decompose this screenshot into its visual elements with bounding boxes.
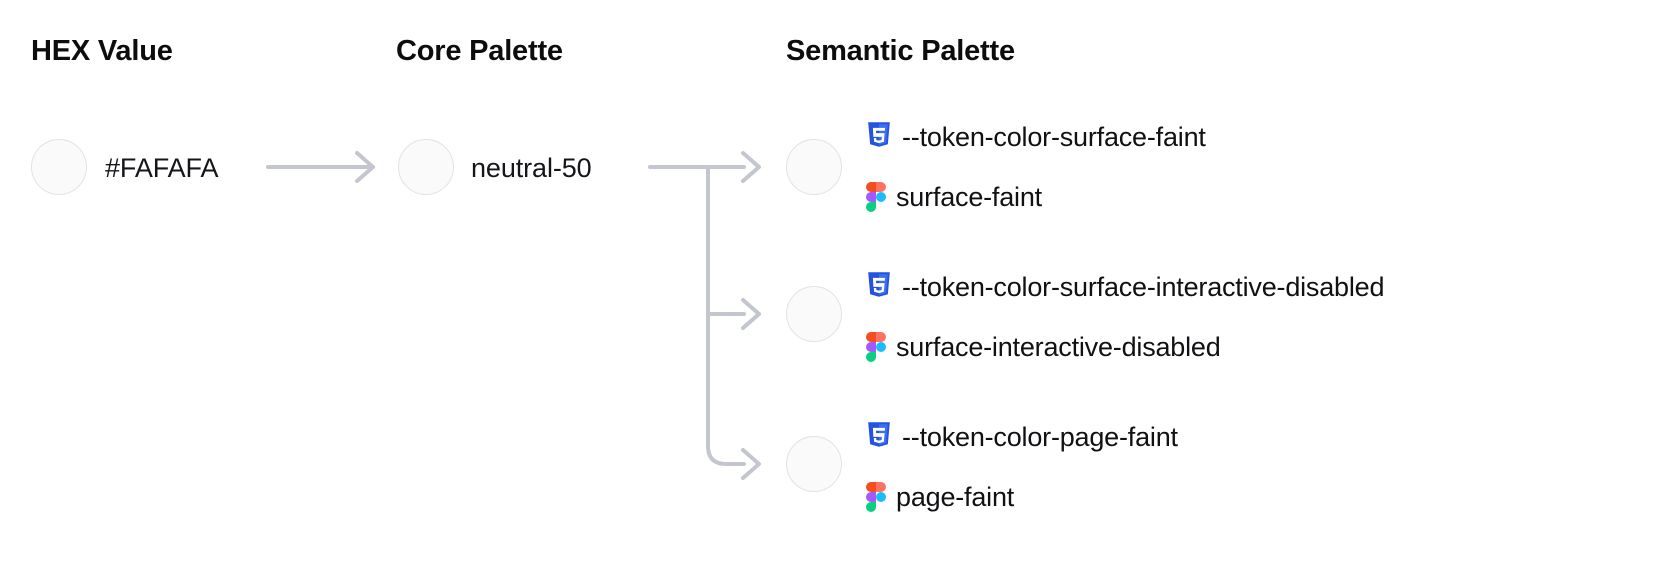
swatch-semantic-page-faint[interactable] [786,436,842,492]
branch-trunk [648,165,746,466]
semantic-row: --token-color-surface-interactive-disabl… [866,270,1656,364]
arrow-right-icon-branch-1 [741,151,761,183]
column-heading-hex-value: HEX Value [31,35,173,67]
figma-token-label: surface-interactive-disabled [896,331,1221,362]
figma-icon [866,332,886,362]
css-token-label: --token-color-surface-interactive-disabl… [902,271,1385,302]
css3-icon [866,122,892,152]
figma-token-line[interactable]: surface-interactive-disabled [866,330,1656,364]
css-token-line[interactable]: --token-color-surface-interactive-disabl… [866,270,1656,304]
figma-icon [866,482,886,512]
figma-token-line[interactable]: surface-faint [866,180,1656,214]
swatch-core-palette[interactable] [398,139,454,195]
arrow-right-icon-hex-to-core [266,151,375,183]
column-heading-semantic-palette: Semantic Palette [786,35,1015,67]
semantic-row: --token-color-page-faint page-faint [866,420,1656,514]
semantic-row: --token-color-surface-faint surface-fain… [866,120,1656,214]
css-token-label: --token-color-surface-faint [902,121,1206,152]
figma-icon [866,182,886,212]
css-token-label: --token-color-page-faint [902,421,1178,452]
css3-icon [866,422,892,452]
swatch-semantic-surface-interactive-disabled[interactable] [786,286,842,342]
figma-token-label: page-faint [896,481,1015,512]
figma-token-label: surface-faint [896,181,1042,212]
swatch-semantic-surface-faint[interactable] [786,139,842,195]
css-token-line[interactable]: --token-color-page-faint [866,420,1656,454]
arrow-right-icon-branch-3 [741,448,761,480]
css3-icon [866,272,892,302]
swatch-hex-value[interactable] [31,139,87,195]
arrow-right-icon-branch-2 [741,298,761,330]
column-heading-core-palette: Core Palette [396,35,563,67]
css-token-line[interactable]: --token-color-surface-faint [866,120,1656,154]
hex-value-label: #FAFAFA [105,153,219,183]
figma-token-line[interactable]: page-faint [866,480,1656,514]
core-palette-label: neutral-50 [471,153,592,183]
